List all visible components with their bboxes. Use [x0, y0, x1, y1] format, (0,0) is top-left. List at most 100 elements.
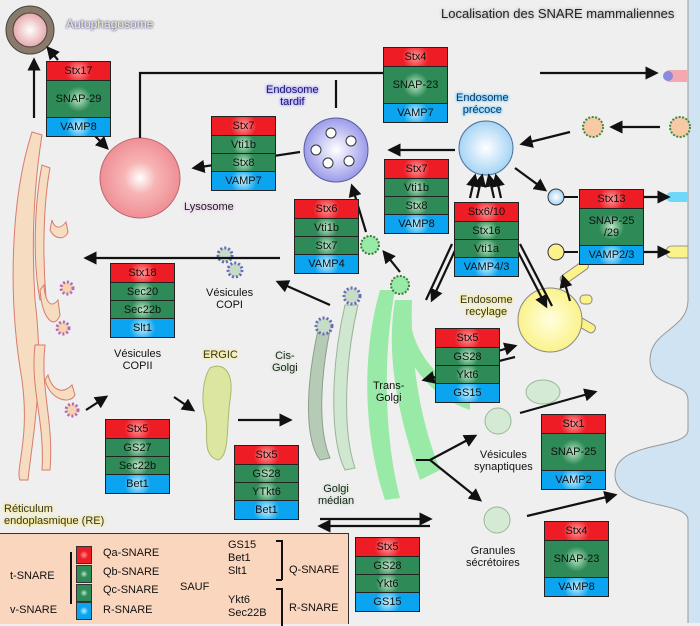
legend-swatch-r	[76, 602, 92, 620]
membrane-patch-yellow	[665, 245, 689, 259]
snare-qbc-cell: SNAP-23	[384, 67, 447, 104]
snare-r-cell: VAMP4/3	[455, 258, 518, 276]
membrane-patch-purple	[663, 71, 673, 81]
snare-qbc-cell: SNAP-25 /29	[580, 209, 643, 246]
snare-r-cell: VAMP7	[212, 172, 275, 190]
snare-qb-cell: Vti1b	[295, 219, 358, 237]
snare-r-cell: Bet1	[106, 475, 169, 493]
snare-qc-cell: Vti1a	[455, 240, 518, 258]
snare-qc-cell: Stx7	[295, 237, 358, 255]
legend-q-exc-3: Slt1	[228, 565, 247, 577]
snare-qc-cell: Ykt6	[356, 575, 419, 593]
recycling-vesicle-yellow	[547, 243, 565, 261]
snare-qb-cell: GS28	[356, 557, 419, 575]
snare-qb-cell: Vti1b	[212, 136, 275, 154]
copi-coated-buds	[216, 246, 362, 336]
snare-qc-cell: Sec22b	[106, 457, 169, 475]
snare-qa-cell: Stx7	[385, 160, 448, 179]
snare-qc-cell: Stx8	[385, 197, 448, 215]
legend-q-bracket	[281, 540, 283, 580]
legend-r-exc-1: Ykt6	[228, 594, 251, 606]
snare-r-cell: VAMP7	[384, 104, 447, 122]
ergic-compartment	[202, 365, 232, 461]
snare-qa-cell: Stx18	[111, 264, 174, 283]
snare-r-cell: VAMP8	[385, 215, 448, 233]
legend-r-bracket-top	[276, 588, 282, 590]
copii-buds	[55, 280, 80, 418]
snare-qc-cell: Stx8	[212, 154, 275, 172]
snare-qa-cell: Stx5	[106, 420, 169, 439]
legend-r-snare: R-SNARE	[289, 602, 339, 614]
autophagosome	[5, 5, 55, 55]
lysosome	[99, 137, 181, 219]
legend-r: R-SNARE	[103, 604, 153, 616]
snare-qbc-cell: SNAP-23	[545, 541, 608, 578]
legend-q-snare: Q-SNARE	[289, 564, 340, 576]
legend-qb: Qb-SNARE	[103, 566, 160, 578]
snare-qc-cell: YTkt6	[235, 483, 298, 501]
legend-t-snare: t-SNARE	[10, 570, 55, 582]
snare-qb-cell: Sec20	[111, 283, 174, 301]
label-trans-golgi: Trans-Golgi	[373, 380, 405, 404]
legend-qc: Qc-SNARE	[103, 584, 159, 596]
legend-t-bracket	[70, 552, 72, 604]
snare-r-cell: GS15	[356, 593, 419, 611]
snare-r-cell: VAMP8	[47, 118, 110, 136]
snare-qa-cell: Stx17	[47, 62, 110, 81]
diagram-title: Localisation des SNARE mammaliennes	[441, 6, 675, 21]
snare-r-cell: Bet1	[235, 501, 298, 519]
label-cis-golgi: Cis-Golgi	[272, 350, 298, 374]
secretory-vesicles	[483, 379, 561, 534]
legend-qa: Qa-SNARE	[103, 547, 160, 559]
snare-qa-cell: Stx6/10	[455, 203, 518, 222]
snare-qa-cell: Stx5	[436, 329, 499, 348]
early-endosome	[458, 120, 514, 176]
snare-qa-cell: Stx4	[384, 48, 447, 67]
legend-q-bracket-top	[276, 540, 282, 542]
snare-qa-cell: Stx1	[542, 415, 605, 434]
snare-qc-cell: Sec22b	[111, 301, 174, 319]
snare-qc-cell: Ykt6	[436, 366, 499, 384]
snare-qa-cell: Stx7	[212, 117, 275, 136]
snare-qb-cell: GS28	[235, 465, 298, 483]
snare-r-cell: GS15	[436, 384, 499, 402]
label-ergic: ERGIC	[203, 349, 238, 361]
snare-qb-cell: Vti1b	[385, 179, 448, 197]
snare-qa-cell: Stx4	[545, 522, 608, 541]
snare-qbc-cell: SNAP-25	[542, 434, 605, 471]
legend-q-exc-1: GS15	[228, 539, 257, 551]
snare-r-cell: Slt1	[111, 319, 174, 337]
recycling-vesicle-blue	[547, 188, 565, 206]
endocytic-vesicles	[582, 116, 691, 138]
clathrin-buds	[360, 235, 410, 295]
snare-qb-cell: GS28	[436, 348, 499, 366]
legend-r-bracket	[281, 588, 283, 626]
snare-qa-cell: Stx13	[580, 190, 643, 209]
label-autophagosome: Autophagosome	[66, 17, 154, 31]
snare-qa-cell: Stx5	[235, 446, 298, 465]
endoplasmic-reticulum	[12, 131, 76, 481]
snare-r-cell: VAMP4	[295, 255, 358, 273]
legend: t-SNARE v-SNARE Qa-SNARE Qb-SNARE Qc-SNA…	[0, 533, 349, 626]
legend-swatch-qb	[76, 565, 92, 583]
snare-qb-cell: GS27	[106, 439, 169, 457]
